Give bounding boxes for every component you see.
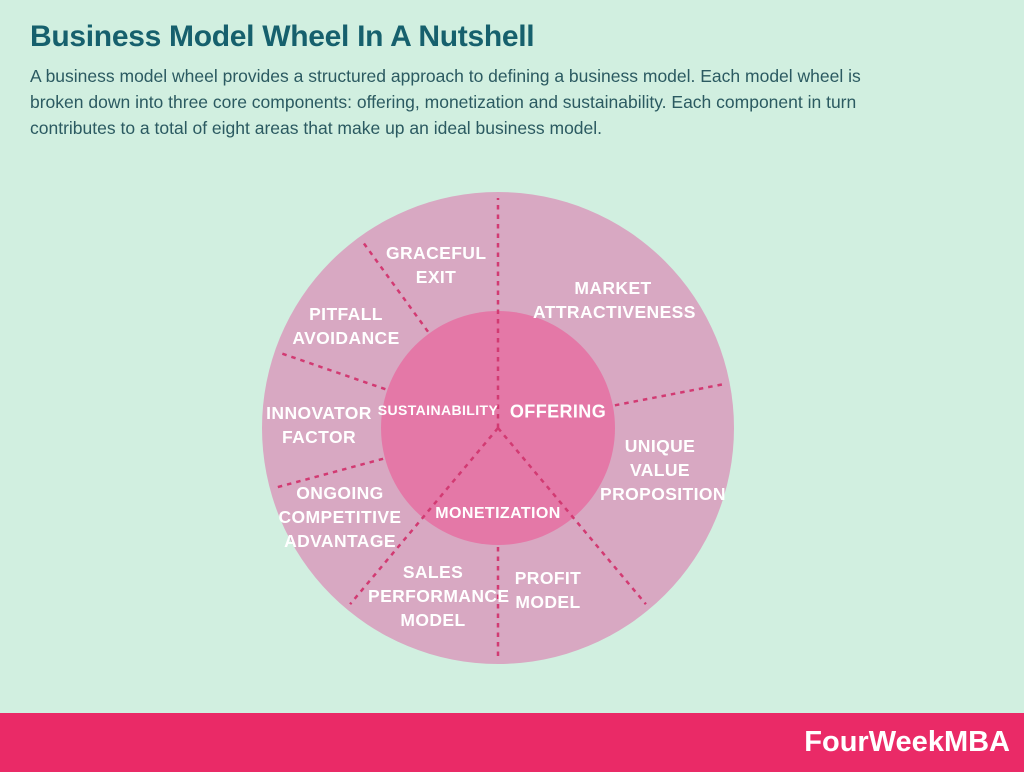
core-label-offering: OFFERING bbox=[509, 401, 607, 422]
core-label-monetization: MONETIZATION bbox=[435, 505, 561, 522]
area-label-ongoing-competitive-advantage: ONGOING COMPETITIVE ADVANTAGE bbox=[278, 483, 402, 551]
divider-sales-performance-model-ongoing-competitive-advantage bbox=[349, 427, 499, 606]
divider-unique-value-proposition-profit-model bbox=[497, 427, 647, 606]
area-label-market-attractiveness: MARKET ATTRACTIVENESS bbox=[533, 278, 696, 322]
core-label-sustainability: SUSTAINABILITY bbox=[377, 402, 499, 418]
footer-bar: FourWeekMBA bbox=[0, 713, 1024, 772]
area-label-unique-value-proposition: UNIQUE VALUE PROPOSITION bbox=[600, 436, 726, 504]
area-label-pitfall-avoidance: PITFALL AVOIDANCE bbox=[292, 304, 400, 348]
area-label-profit-model: PROFIT MODEL bbox=[514, 568, 582, 612]
page-description: A business model wheel provides a struct… bbox=[30, 66, 861, 138]
wheel-graphic bbox=[262, 192, 734, 664]
page-title: Business Model Wheel In A Nutshell bbox=[30, 20, 535, 53]
area-label-graceful-exit: GRACEFUL EXIT bbox=[386, 243, 487, 287]
area-label-innovator-factor: INNOVATOR FACTOR bbox=[266, 403, 372, 447]
brand-logo: FourWeekMBA bbox=[804, 726, 1010, 758]
area-label-sales-performance-model: SALES PERFORMANCE MODEL bbox=[368, 562, 510, 630]
